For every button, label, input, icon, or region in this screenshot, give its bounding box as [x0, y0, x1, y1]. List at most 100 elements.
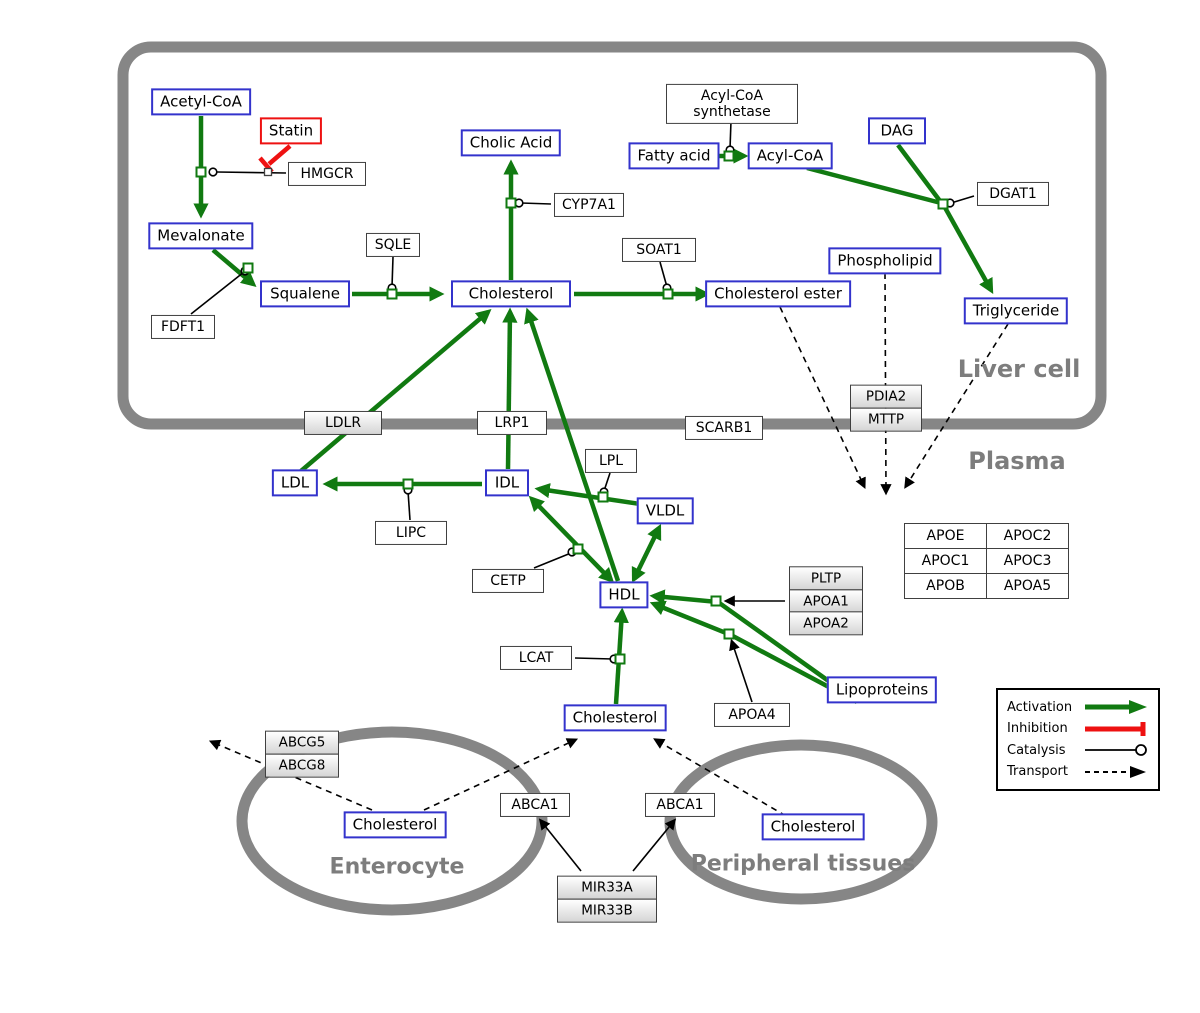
- node-sqle[interactable]: SQLE: [366, 232, 420, 258]
- node-cetp[interactable]: CETP: [472, 568, 544, 594]
- activation-arrow-icon: [1085, 700, 1147, 714]
- node-cholesterol-plasma[interactable]: Cholesterol: [563, 704, 667, 732]
- node-scarb1[interactable]: SCARB1: [685, 415, 763, 441]
- node-apob[interactable]: APOB: [904, 573, 987, 599]
- node-lrp1[interactable]: LRP1: [477, 410, 547, 436]
- node-fatty-acid[interactable]: Fatty acid: [628, 142, 720, 170]
- node-pltp-apoa-complex: PLTP APOA1 APOA2: [789, 566, 863, 636]
- legend-catalysis-label: Catalysis: [1007, 742, 1066, 758]
- node-apoa1[interactable]: APOA1: [789, 589, 863, 613]
- node-cholesterol-ester[interactable]: Cholesterol ester: [705, 280, 851, 308]
- node-apoa4[interactable]: APOA4: [714, 702, 790, 728]
- liver-cell-label: Liver cell: [957, 355, 1081, 383]
- binding-edges: [538, 595, 785, 872]
- node-statin[interactable]: Statin: [259, 117, 323, 145]
- edge-cetp-catalysis: [533, 552, 572, 569]
- node-abcg8[interactable]: ABCG8: [265, 753, 339, 778]
- inhibition-tbar-icon: [1085, 721, 1146, 736]
- node-ldlr[interactable]: LDLR: [304, 410, 382, 436]
- node-lipc[interactable]: LIPC: [375, 520, 447, 546]
- edge-peripheral-to-plasma-cholesterol: [653, 738, 787, 817]
- legend-transport-row: Transport: [1007, 762, 1149, 782]
- edge-cyp7a1-catalysis: [520, 202, 552, 205]
- peripheral-tissues-label: Peripheral tissues: [690, 851, 916, 877]
- node-apoc2[interactable]: APOC2: [986, 523, 1069, 549]
- legend-inhibition-label: Inhibition: [1007, 721, 1068, 737]
- transport-edges: [208, 272, 1009, 817]
- node-acyl-coa-synthetase[interactable]: Acyl-CoA synthetase: [666, 83, 798, 125]
- node-cholesterol-peripheral[interactable]: Cholesterol: [761, 813, 865, 841]
- node-dgat1[interactable]: DGAT1: [977, 181, 1049, 207]
- edge-idl-lrp1-cholesterol: [502, 307, 518, 470]
- node-pdia2[interactable]: PDIA2: [850, 384, 922, 409]
- node-mttp[interactable]: MTTP: [850, 407, 922, 432]
- node-lcat[interactable]: LCAT: [500, 645, 572, 671]
- edge-mevalonate-squalene: [211, 248, 257, 287]
- node-pdia2-mttp-complex: PDIA2 MTTP: [850, 384, 922, 432]
- edge-dgat1-catalysis: [950, 195, 975, 204]
- anchor-node: [263, 167, 273, 177]
- node-vldl[interactable]: VLDL: [636, 497, 694, 525]
- node-mir33b[interactable]: MIR33B: [557, 898, 657, 923]
- node-apoa2[interactable]: APOA2: [789, 611, 863, 636]
- node-abca1-left[interactable]: ABCA1: [500, 792, 570, 818]
- edge-mir33-abca1-right: [632, 818, 677, 872]
- node-acyl-coa[interactable]: Acyl-CoA: [747, 142, 833, 170]
- node-cholesterol-enterocyte[interactable]: Cholesterol: [343, 811, 447, 839]
- edge-statin-inhibits-hmgcr: [267, 144, 292, 166]
- node-abcg-complex: ABCG5 ABCG8: [265, 730, 339, 778]
- edge-enterocyte-efflux-abcg: [208, 739, 373, 811]
- edge-triglyceride-plasma: [904, 323, 1009, 489]
- edge-acylcoa-junction: [806, 165, 942, 206]
- edge-sqle-catalysis: [391, 256, 394, 288]
- node-mir33a[interactable]: MIR33A: [557, 875, 657, 900]
- edge-fdft1-catalysis: [190, 271, 245, 315]
- legend-activation-row: Activation: [1007, 697, 1149, 717]
- plasma-label: Plasma: [968, 447, 1066, 475]
- node-cholesterol-liver[interactable]: Cholesterol: [451, 280, 571, 308]
- node-mir33-complex: MIR33A MIR33B: [557, 875, 657, 923]
- edge-mir33-abca1-left: [538, 818, 582, 872]
- node-acetyl-coa[interactable]: Acetyl-CoA: [151, 88, 251, 116]
- node-cyp7a1[interactable]: CYP7A1: [554, 192, 624, 218]
- catalysis-edges: [190, 120, 975, 660]
- node-mevalonate[interactable]: Mevalonate: [148, 222, 254, 250]
- node-squalene[interactable]: Squalene: [260, 280, 350, 308]
- edge-phospholipid-plasma: [880, 272, 892, 496]
- edge-lcat-catalysis: [574, 657, 614, 660]
- node-apoa5[interactable]: APOA5: [986, 573, 1069, 599]
- edge-apoa4-hdl-node: [729, 638, 753, 703]
- liver-cell-membrane: [117, 41, 1107, 430]
- enterocyte-label: Enterocyte: [329, 854, 465, 880]
- node-triglyceride[interactable]: Triglyceride: [963, 297, 1069, 325]
- node-lpl[interactable]: LPL: [585, 448, 637, 474]
- reaction-nodes: [195, 150, 949, 665]
- node-lipoproteins[interactable]: Lipoproteins: [826, 676, 938, 704]
- node-cholic-acid[interactable]: Cholic Acid: [460, 129, 562, 157]
- activation-edges: [193, 116, 994, 705]
- node-ldl[interactable]: LDL: [271, 469, 319, 497]
- edge-dag-junction: [896, 143, 942, 203]
- node-hmgcr[interactable]: HMGCR: [288, 161, 366, 187]
- node-dag[interactable]: DAG: [868, 117, 926, 145]
- edge-ldl-ldlr-cholesterol: [299, 309, 492, 473]
- node-soat1[interactable]: SOAT1: [622, 237, 696, 263]
- node-apoc1[interactable]: APOC1: [904, 548, 987, 574]
- apolipoprotein-table: APOE APOC2 APOC1 APOC3 APOB APOA5: [904, 523, 1069, 599]
- legend-transport-label: Transport: [1007, 764, 1069, 780]
- node-pltp[interactable]: PLTP: [789, 566, 863, 591]
- transport-dashed-arrow-icon: [1085, 765, 1146, 778]
- node-fdft1[interactable]: FDFT1: [151, 314, 215, 340]
- node-idl[interactable]: IDL: [485, 469, 529, 497]
- edge-soat1-catalysis: [659, 261, 668, 288]
- edge-hmgcr-catalysis: [216, 171, 287, 174]
- node-abcg5[interactable]: ABCG5: [265, 730, 339, 755]
- node-apoe[interactable]: APOE: [904, 523, 987, 549]
- node-phospholipid[interactable]: Phospholipid: [828, 247, 942, 275]
- node-hdl[interactable]: HDL: [599, 581, 649, 609]
- node-abca1-right[interactable]: ABCA1: [645, 792, 715, 818]
- legend-inhibition-row: Inhibition: [1007, 719, 1149, 739]
- edge-acylcoasynthetase-catalysis: [729, 120, 732, 150]
- node-apoc3[interactable]: APOC3: [986, 548, 1069, 574]
